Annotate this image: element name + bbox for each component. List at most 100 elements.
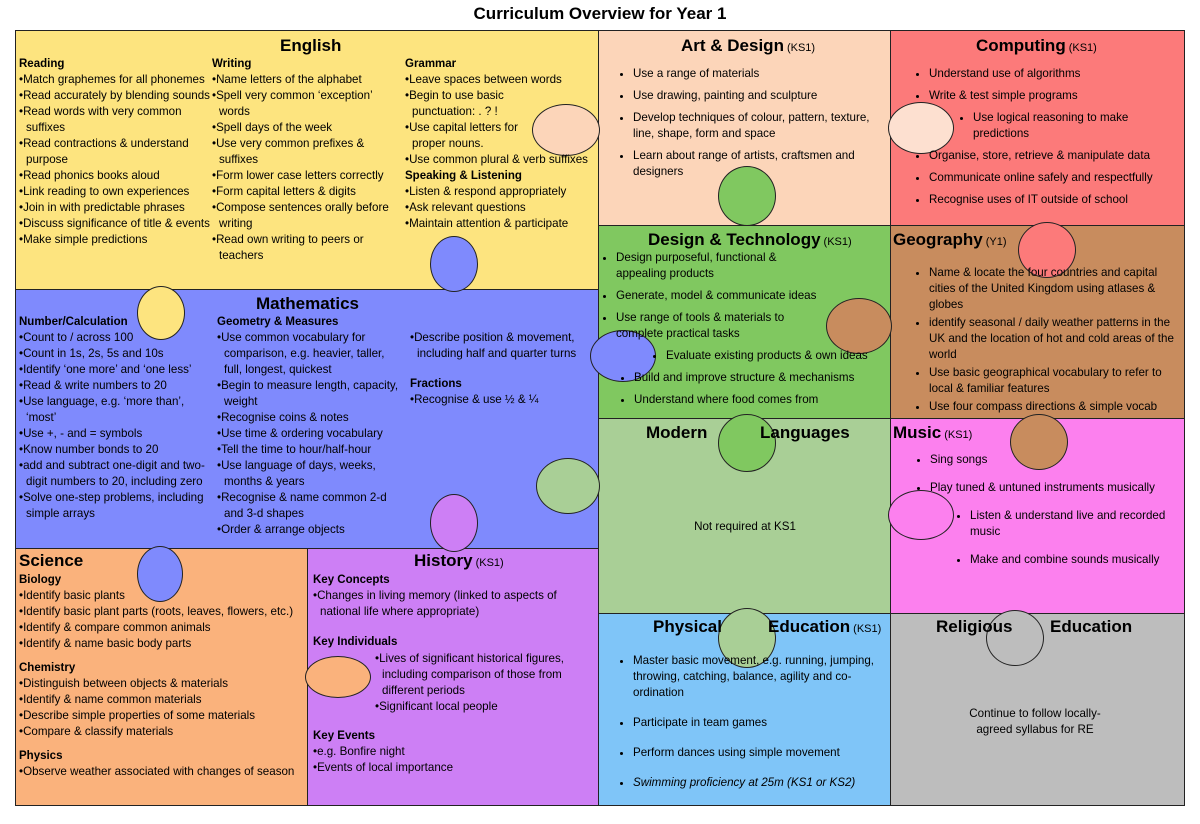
re-note: Continue to follow locally-agreed syllab… [969,707,1101,736]
science-title: Science [19,551,84,570]
geometry-heading: Geometry & Measures [217,316,339,328]
list-item: Join in with predictable phrases [19,200,214,216]
list-item: Form capital letters & digits [212,184,397,200]
list-item: Identify & name common materials [19,692,307,708]
list-item: Organise, store, retrieve & manipulate d… [929,148,1180,164]
list-item: Build and improve structure & mechanisms [634,370,886,386]
geography-stage: (Y1) [985,236,1007,248]
list-item: Read & write numbers to 20 [19,378,209,394]
list-item: Use common plural & verb suffixes [405,152,600,168]
biology-heading: Biology [19,574,62,586]
art-list: Use a range of materials Use drawing, pa… [616,66,884,186]
dt-puzzle-tab [718,414,776,472]
pe-title-text: Education [768,617,851,636]
speaking-heading: Speaking & Listening [405,170,522,182]
list-item: Read phonics books aloud [19,168,214,184]
maths-puzzle-tab [590,330,656,382]
list-item: Form lower case letters correctly [212,168,397,184]
computing-puzzle-tab [888,102,954,154]
languages-title-second: Languages [760,423,850,442]
science-column: Biology Identify basic plants Identify b… [19,572,307,780]
list-item: Compare & classify materials [19,724,307,740]
list-item: Understand where food comes from [634,392,886,408]
list-item: Count to / across 100 [19,330,209,346]
list-item: Compose sentences orally before writing [212,200,397,232]
list-item: Listen & understand live and recorded mu… [970,508,1181,540]
list-item: identify seasonal / daily weather patter… [929,315,1182,363]
list-item: Distinguish between objects & materials [19,676,307,692]
list-item: Count in 1s, 2s, 5s and 10s [19,346,209,362]
maths-position-column: Describe position & movement, including … [410,330,590,408]
list-item: Play tuned & untuned instruments musical… [930,480,1181,496]
geography-title: Geography(Y1) [893,230,1007,250]
list-item: Recognise & use ½ & ¼ [410,392,590,408]
list-item: Maintain attention & participate [405,216,600,232]
list-item: Use range of tools & materials to comple… [616,310,816,342]
list-item: Solve one-step problems, including simpl… [19,490,209,522]
english-title: English [280,36,342,55]
list-item: e.g. Bonfire night [313,744,513,760]
art-title: Art & Design(KS1) [681,36,815,56]
list-item: Master basic movement, e.g. running, jum… [633,653,886,701]
music-list: Sing songs Play tuned & untuned instrume… [913,452,1181,574]
list-item: Observe weather associated with changes … [19,764,307,780]
list-item: Use very common prefixes & suffixes [212,136,397,168]
list-item: Design purposeful, functional & appealin… [616,250,826,282]
history-puzzle-tab [430,494,478,552]
history-title-text: History [414,551,473,570]
list-item: Match graphemes for all phonemes [19,72,214,88]
list-item: Discuss significance of title & events [19,216,214,232]
list-item: Sing songs [930,452,1181,468]
list-item: Read accurately by blending sounds [19,88,214,104]
list-item: Begin to measure length, capacity, weigh… [217,378,399,410]
list-item: Participate in team games [633,715,886,731]
list-item: Use language, e.g. ‘more than’, ‘most’ [19,394,209,426]
languages-puzzle-tab [536,458,600,514]
english-reading-column: Reading Match graphemes for all phonemes… [19,56,214,248]
reading-heading: Reading [19,58,65,70]
list-item: Communicate online safely and respectful… [929,170,1180,186]
list-item: Identify basic plants [19,588,307,604]
science-puzzle-tab [305,656,371,698]
list-item: Make and combine sounds musically [970,552,1181,568]
list-item: Use time & ordering vocabulary [217,426,399,442]
history-title: History(KS1) [414,551,504,571]
dt-stage: (KS1) [823,236,852,248]
pe-list: Master basic movement, e.g. running, jum… [616,653,886,797]
music-title-text: Music [893,423,942,442]
list-item: Write & test simple programs [929,88,1180,104]
physics-heading: Physics [19,750,63,762]
list-item: Know number bonds to 20 [19,442,209,458]
dt-list: Design purposeful, functional & appealin… [604,250,886,414]
chemistry-heading: Chemistry [19,662,76,674]
concepts-heading: Key Concepts [313,574,390,586]
list-item: Use +, - and = symbols [19,426,209,442]
list-item: Describe simple properties of some mater… [19,708,307,724]
dt-puzzle-tab [718,166,776,226]
list-item: Read own writing to peers or teachers [212,232,397,264]
list-item: Read words with very common suffixes [19,104,214,136]
grammar-heading: Grammar [405,58,457,70]
list-item: Leave spaces between words [405,72,600,88]
pe-stage: (KS1) [853,623,882,635]
maths-title: Mathematics [256,294,359,313]
list-item: Spell days of the week [212,120,397,136]
list-item: Spell very common ‘exception’ words [212,88,397,120]
english-puzzle-tab [430,236,478,292]
computing-stage: (KS1) [1068,42,1097,54]
list-item: Use drawing, painting and sculpture [633,88,884,104]
list-item: Use logical reasoning to make prediction… [973,110,1180,142]
list-item: Use language of days, weeks, months & ye… [217,458,399,490]
list-item: Develop techniques of colour, pattern, t… [633,110,884,142]
computing-title-text: Computing [976,36,1066,55]
list-item: Recognise uses of IT outside of school [929,192,1180,208]
list-item: Evaluate existing products & own ideas [666,348,886,364]
list-item: Swimming proficiency at 25m (KS1 or KS2) [633,775,886,791]
pe-title-first: Physical [653,617,722,636]
list-item: Learn about range of artists, craftsmen … [633,148,884,180]
list-item: Perform dances using simple movement [633,745,886,761]
geography-puzzle-tab [1010,414,1068,470]
list-item: Recognise coins & notes [217,410,399,426]
list-item: add and subtract one-digit and two-digit… [19,458,209,490]
list-item: Events of local importance [313,760,513,776]
